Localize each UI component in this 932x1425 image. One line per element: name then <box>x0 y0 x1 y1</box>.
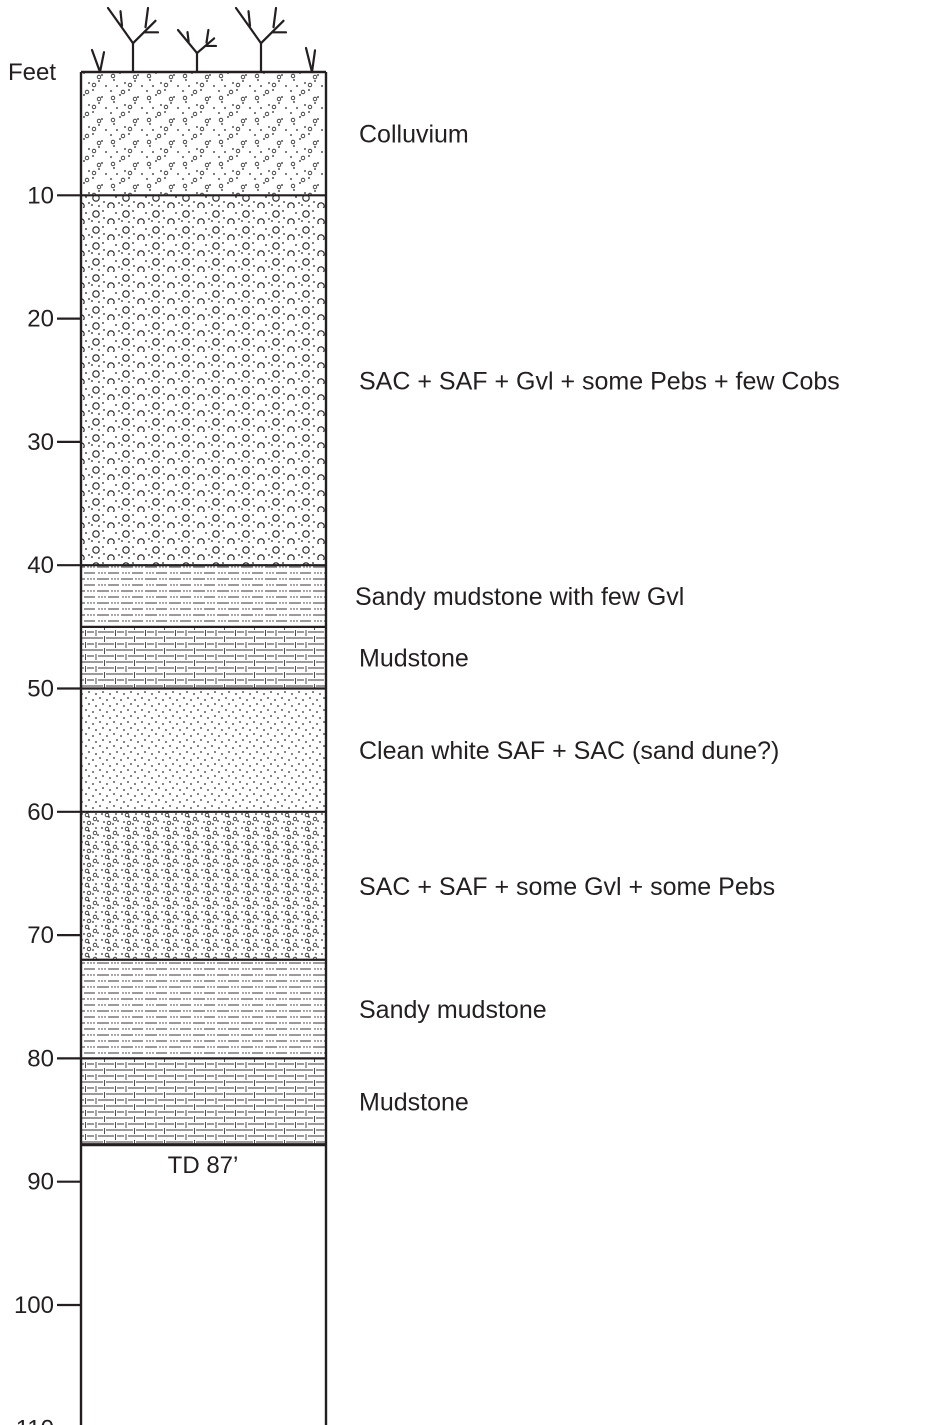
layer-description: SAC + SAF + some Gvl + some Pebs <box>359 873 775 901</box>
layer-mudstone <box>81 1058 326 1145</box>
layer-sandy-mudstone <box>81 959 326 1059</box>
depth-tick-label: 50 <box>27 676 54 703</box>
column-frame <box>79 70 328 1425</box>
layer-sand <box>81 688 326 812</box>
depth-units-label: Feet <box>8 59 56 86</box>
layer-description: Colluvium <box>359 121 469 149</box>
depth-axis: Feet 10 20 30 40 50 60 70 80 90 100 110 <box>8 59 81 1425</box>
depth-tick-label: 20 <box>27 306 54 333</box>
layer-pebbly-sand <box>81 811 326 960</box>
depth-tick-label: 30 <box>27 429 54 456</box>
layer-sandy-mudstone <box>81 565 326 627</box>
layer-description: Sandy mudstone with few Gvl <box>355 583 684 611</box>
depth-tick-label: 80 <box>27 1045 54 1072</box>
depth-tick-label: 40 <box>27 552 54 579</box>
layer-mudstone <box>81 626 326 689</box>
layer-description: SAC + SAF + Gvl + some Pebs + few Cobs <box>359 367 840 395</box>
total-depth-label: TD 87’ <box>168 1152 239 1179</box>
depth-tick-label: 100 <box>14 1292 54 1319</box>
layer-description: Clean white SAF + SAC (sand dune?) <box>359 737 779 765</box>
depth-tick-label: 70 <box>27 922 54 949</box>
depth-tick-label: 60 <box>27 799 54 826</box>
layer-conglomerate <box>81 195 326 566</box>
depth-tick-label: 110 <box>16 1415 54 1425</box>
layer-description: Mudstone <box>359 645 469 673</box>
surface-vegetation-icon <box>90 6 317 74</box>
layer-fine-sand-with-pebbles <box>81 72 326 196</box>
layer-description: Sandy mudstone <box>359 996 547 1024</box>
depth-tick-label: 10 <box>27 182 54 209</box>
lithology-layers <box>81 72 326 1145</box>
depth-tick-label: 90 <box>27 1169 54 1196</box>
layer-description: Mudstone <box>359 1089 469 1117</box>
